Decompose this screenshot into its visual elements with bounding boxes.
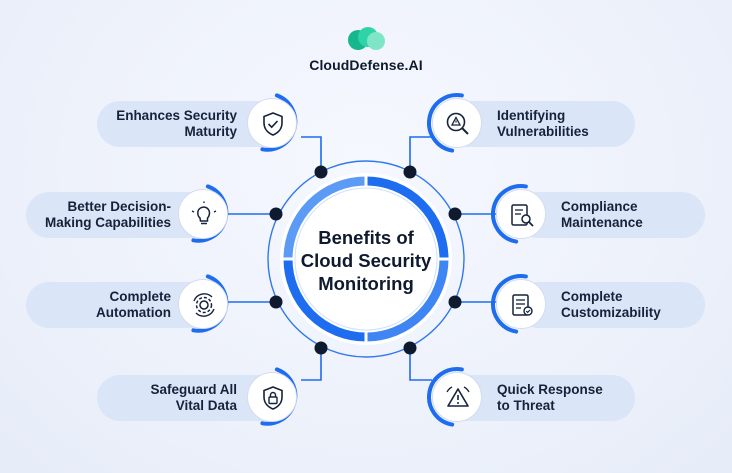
magnifier-warning-icon	[432, 98, 482, 148]
brand: CloudDefense.AI	[300, 27, 432, 75]
node-right-3	[448, 295, 462, 309]
alarm-warning-icon	[432, 372, 482, 422]
icon-accent-arc	[491, 184, 528, 244]
gear-cycle-icon	[178, 279, 228, 329]
lock-shield-icon	[247, 372, 297, 422]
icon-accent-arc	[491, 274, 528, 334]
lightbulb-icon	[178, 189, 228, 239]
center-title-line-3: Monitoring	[318, 273, 414, 294]
segmented-ring	[283, 176, 449, 342]
node-right-4	[403, 341, 417, 355]
node-left-1	[314, 165, 328, 179]
clipboard-search-icon	[496, 189, 546, 239]
center-title: Benefits of Cloud Security Monitoring	[293, 226, 439, 295]
connector-lines	[227, 136, 505, 381]
benefit-label: Better Decision-Making Capabilities	[44, 199, 171, 230]
connector-right-1	[409, 136, 432, 172]
brand-name: CloudDefense.AI	[309, 57, 423, 73]
center-title-line-1: Benefits of	[318, 227, 414, 248]
outer-ring	[267, 160, 465, 358]
shield-check-icon	[247, 98, 297, 148]
connector-left-1	[301, 136, 322, 172]
cloud-logo-icon	[348, 27, 385, 50]
checklist-icon	[496, 279, 546, 329]
node-left-3	[269, 295, 283, 309]
ring-nodes	[269, 165, 462, 355]
connector-left-4	[301, 348, 322, 381]
center-disc	[280, 173, 452, 345]
inner-ring	[294, 187, 438, 331]
ring-gaps	[281, 174, 451, 344]
connector-right-4	[409, 348, 432, 381]
node-left-2	[269, 207, 283, 221]
node-left-4	[314, 341, 328, 355]
icon-accent-arc	[427, 367, 464, 427]
center-title-line-2: Cloud Security	[300, 250, 432, 271]
node-right-2	[448, 207, 462, 221]
icon-accent-arc	[427, 93, 464, 153]
node-right-1	[403, 165, 417, 179]
